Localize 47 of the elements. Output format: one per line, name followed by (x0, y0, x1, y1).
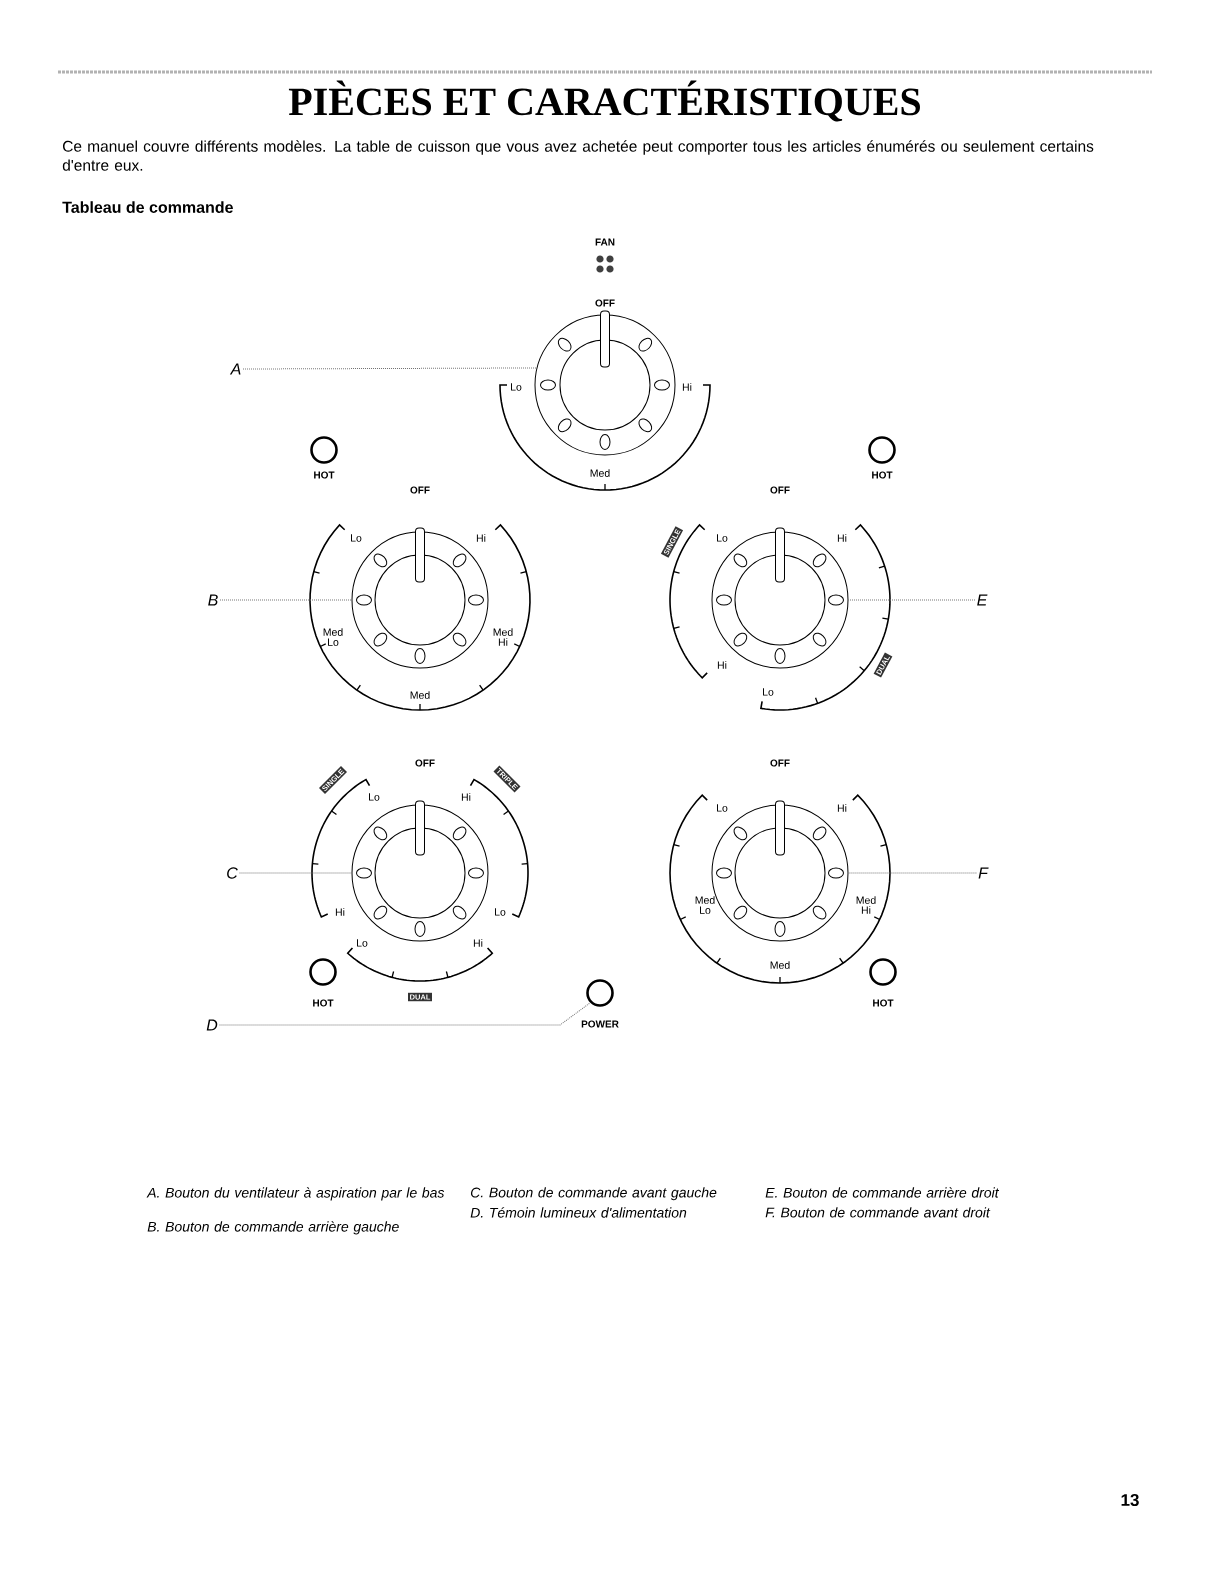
scale-label: OFF (410, 486, 430, 494)
scale-label: OFF (770, 486, 790, 494)
scale-label: Med (770, 961, 790, 969)
caption-text: D. Témoin lumineux d'alimentation (470, 1207, 687, 1218)
scale-label: Lo (369, 793, 380, 801)
scale-label: Lo (511, 383, 522, 391)
scale-label: Lo (763, 688, 774, 696)
scale-label: HOT (873, 999, 894, 1007)
leader-line (848, 872, 977, 874)
callout-letter: E (977, 594, 988, 606)
scale-label: HOT (872, 471, 893, 479)
page-title: PIÈCES ET CARACTÉRISTIQUES (288, 80, 920, 122)
caption-text: A. Bouton du ventilateur à aspiration par le bas (146, 1187, 445, 1201)
caption-text: C. Bouton de commande avant gauche (470, 1187, 717, 1201)
scale-label: Med Lo (695, 896, 715, 914)
scale-label: POWER (581, 1020, 619, 1028)
leader-line (239, 872, 352, 874)
scale-label: Med Hi (493, 628, 513, 646)
scale-label: Lo (495, 908, 506, 916)
callout-letter: D (206, 1019, 218, 1031)
caption-text: F. Bouton de commande avant droit (765, 1207, 991, 1218)
leader-line (219, 599, 352, 601)
scale-label: Med Hi (856, 896, 876, 914)
scale-label: Hi (461, 793, 471, 801)
callout-letter: B (208, 594, 218, 606)
callout-letter: C (227, 867, 238, 879)
scale-label: HOT (313, 999, 334, 1007)
caption-text: B. Bouton de commande arrière gauche (147, 1221, 399, 1235)
scale-label: OFF (770, 759, 790, 767)
leader-line (848, 599, 976, 601)
scale-label: FAN (595, 238, 615, 246)
section-heading: Tableau de commande (62, 201, 233, 213)
scale-label: OFF (595, 299, 615, 307)
leader-line (242, 367, 538, 370)
leader-line (219, 1002, 591, 1026)
intro-text: Ce manuel couvre différents modèles. La table de cuisson que vous avez achetée peut comporter tous les articles énumérés ou seulement certains d'entre eux. (62, 140, 1094, 171)
caption-text: E. Bouton de commande arrière droit (765, 1187, 1000, 1198)
scale-label: HOT (314, 471, 335, 479)
scale-label: Med (410, 691, 430, 699)
scale-label: Hi (682, 383, 692, 391)
scale-label: Hi (335, 908, 345, 916)
scale-label: Med (590, 469, 610, 477)
page-number: 13 (1121, 1494, 1139, 1507)
scale-label: Med Lo (323, 628, 343, 646)
callout-letter: F (978, 867, 989, 879)
callout-letter: A (229, 363, 241, 375)
scale-label: OFF (415, 759, 435, 767)
